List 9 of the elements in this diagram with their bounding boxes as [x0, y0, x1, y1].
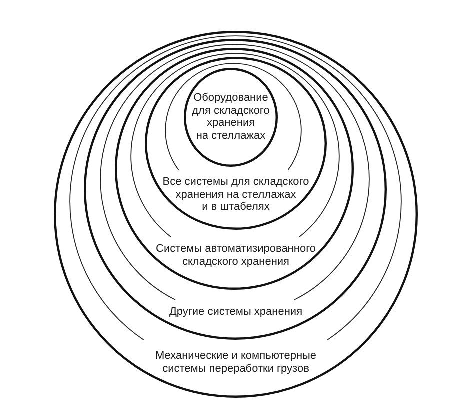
- circle-label: Оборудование для складского хранения на стеллажах: [191, 92, 271, 142]
- nested-circle: [115, 48, 354, 290]
- circle-label: Системы автоматизированного складского хранения: [155, 243, 317, 268]
- circle-label: Механические и компьютерные системы переработки грузов: [154, 350, 318, 375]
- nested-circle: [54, 31, 418, 398]
- circle-label: Другие системы хранения: [168, 306, 304, 318]
- nested-circle: [145, 57, 327, 230]
- nested-circle: [184, 68, 278, 167]
- circle-label: Все системы для складского хранения на стеллажах и в штабелях: [162, 176, 310, 214]
